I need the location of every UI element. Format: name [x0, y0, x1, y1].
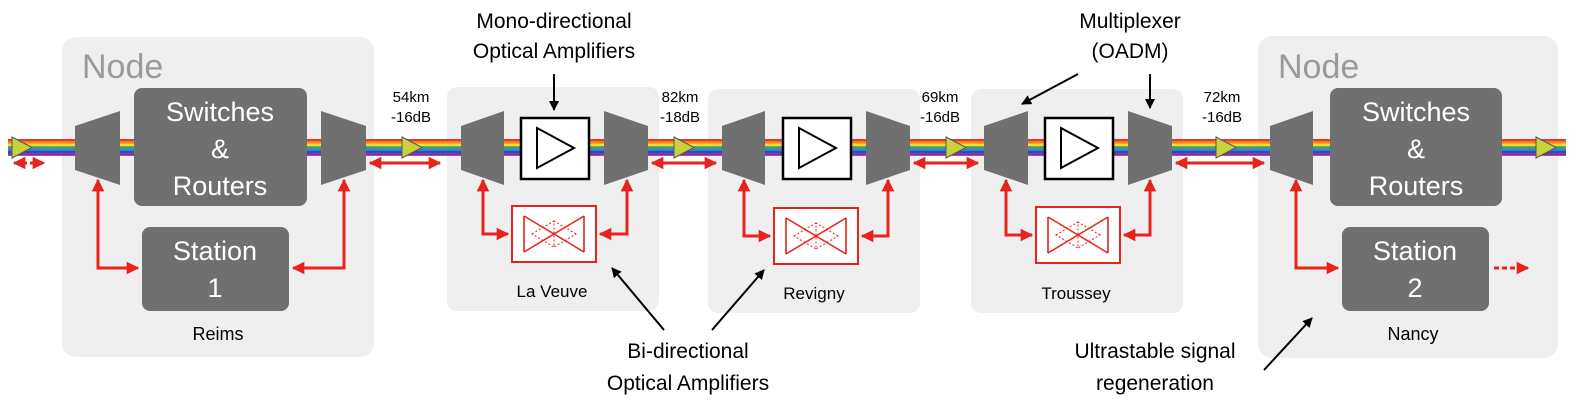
- routers-label-reims: Routers: [173, 171, 268, 201]
- ampersand-label-reims: &: [211, 134, 229, 164]
- mux-revigny-right: [866, 111, 910, 185]
- switches-routers-block-reims: [134, 88, 307, 206]
- signal-triangle-icon: [1215, 136, 1238, 159]
- annotation-bidi-line1: Bi-directional: [627, 340, 748, 363]
- mono-amplifier-troussey: [1043, 116, 1115, 181]
- ampersand-label-nancy: &: [1407, 134, 1425, 164]
- annotation-mono-line2: Optical Amplifiers: [473, 40, 635, 63]
- span-4-distance: 72km: [1204, 89, 1241, 106]
- mux-laveuve-right: [604, 111, 648, 185]
- mono-amplifier-revigny: [781, 116, 853, 181]
- annotation-ultrastable-line2: regeneration: [1096, 372, 1214, 395]
- signal-triangle-icon: [401, 136, 424, 159]
- span-1-distance: 54km: [393, 89, 430, 106]
- mux-troussey-right: [1128, 111, 1172, 185]
- mux-reims-left: [75, 111, 120, 185]
- red-links: [12, 156, 1530, 275]
- signal-triangle-icon: [11, 136, 34, 159]
- annotation-ultrastable-line1: Ultrastable signal: [1074, 340, 1235, 363]
- site-la-veuve: La Veuve: [517, 282, 588, 301]
- span-3-distance: 69km: [922, 89, 959, 106]
- station-block-2: [1342, 227, 1489, 311]
- switches-label-nancy: Switches: [1362, 97, 1470, 127]
- mux-shapes: [75, 111, 1313, 185]
- span-2-loss: -18dB: [660, 109, 700, 126]
- routers-label-nancy: Routers: [1369, 171, 1464, 201]
- site-troussey: Troussey: [1041, 284, 1111, 303]
- span-1-loss: -16dB: [391, 109, 431, 126]
- annotation-mono-line1: Mono-directional: [476, 10, 631, 33]
- mux-reims-right: [321, 111, 366, 185]
- node-title-nancy: Node: [1278, 48, 1359, 86]
- city-reims: Reims: [192, 324, 243, 344]
- mux-laveuve-left: [461, 111, 504, 185]
- site-revigny: Revigny: [783, 284, 845, 303]
- node-title-reims: Node: [82, 48, 163, 86]
- span-2-distance: 82km: [662, 89, 699, 106]
- mux-nancy-left: [1270, 111, 1313, 185]
- station-number-2: 2: [1407, 273, 1422, 303]
- mux-troussey-left: [984, 111, 1028, 185]
- signal-triangle-icon: [945, 136, 968, 159]
- switches-routers-block-nancy: [1330, 88, 1502, 206]
- annotation-bidi-line2: Optical Amplifiers: [607, 372, 769, 395]
- signal-triangle-icon: [1535, 136, 1558, 159]
- annotation-mux-line1: Multiplexer: [1079, 10, 1181, 33]
- bidi-amplifier-la-veuve: [511, 205, 597, 263]
- switches-label-reims: Switches: [166, 97, 274, 127]
- bidi-amplifier-troussey: [1035, 206, 1121, 264]
- span-3-loss: -16dB: [920, 109, 960, 126]
- city-nancy: Nancy: [1387, 324, 1438, 344]
- station-number-1: 1: [207, 273, 222, 303]
- bidi-amplifier-revigny: [773, 207, 859, 265]
- station-label-1: Station: [173, 236, 257, 266]
- mux-revigny-left: [722, 111, 765, 185]
- station-label-2: Station: [1373, 236, 1457, 266]
- annotation-arrows: [549, 73, 1313, 371]
- annotation-mux-line2: (OADM): [1092, 40, 1169, 63]
- mono-amplifier-la-veuve: [519, 116, 591, 181]
- span-4-loss: -16dB: [1202, 109, 1242, 126]
- signal-triangle-icon: [673, 136, 696, 159]
- station-block-1: [142, 227, 289, 311]
